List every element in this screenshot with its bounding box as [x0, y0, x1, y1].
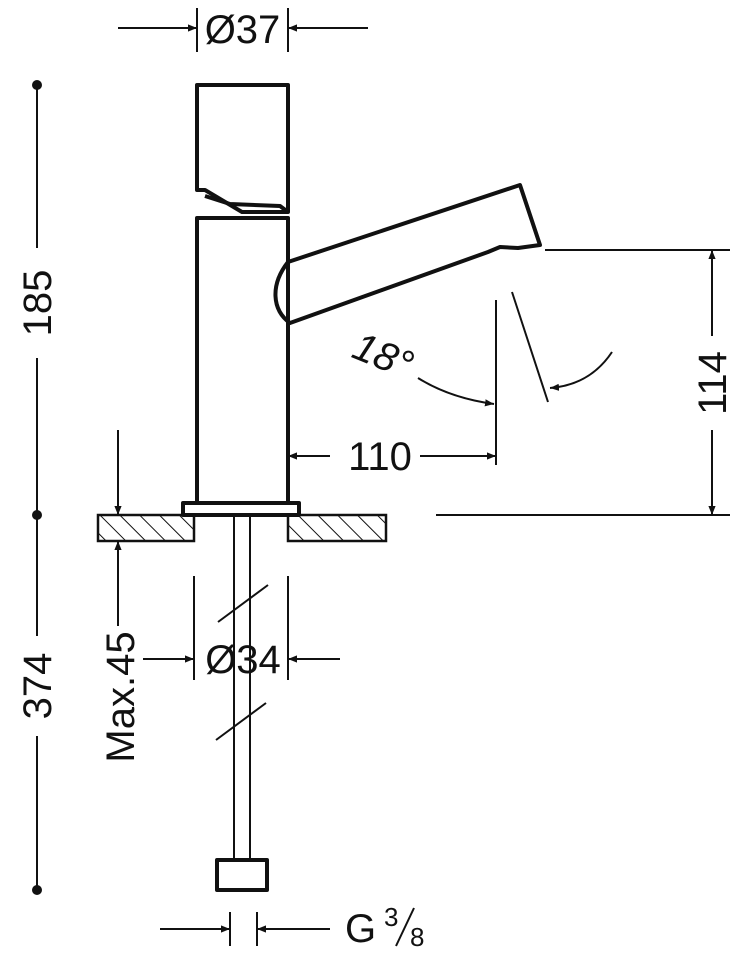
faucet-body: [181, 83, 542, 517]
counter-right-section: [286, 513, 388, 543]
thread-denominator: 8: [410, 922, 424, 952]
max-thickness-label: Max.45: [99, 631, 143, 762]
supply-pipe: [215, 515, 269, 892]
thread-numerator: 3: [384, 902, 398, 932]
dim-left-vertical: 185 374: [16, 80, 60, 895]
faucet-handle-joint: [204, 194, 290, 214]
pipe-length-label: 374: [16, 653, 60, 720]
faucet-base-flange: [181, 501, 301, 517]
tap-height-label: 185: [16, 270, 60, 337]
dim-pipe-diameter: Ø34: [143, 576, 340, 682]
dim-max-thickness: Max.45: [99, 430, 143, 763]
pipe-break-lower: [215, 702, 267, 741]
faucet-spout: [273, 183, 542, 325]
dim-swivel-angle: 18°: [347, 291, 613, 407]
faucet-handle: [195, 83, 290, 214]
faucet-main-cylinder: [195, 216, 290, 505]
top-diameter-label: Ø37: [205, 8, 281, 52]
spout-reach-label: 110: [348, 435, 412, 479]
counter-left-section: [96, 513, 196, 543]
pipe-diameter-label: Ø34: [205, 638, 281, 682]
pipe-threaded-fitting: [215, 858, 269, 892]
spout-height-label: 114: [691, 351, 735, 415]
counter-top: [96, 513, 388, 543]
dim-top-diameter: Ø37: [118, 8, 368, 52]
dim-spout-height: 114: [436, 249, 735, 516]
dim-spout-reach: 110: [288, 300, 497, 479]
dim-thread-size: G 3 8: [160, 902, 424, 952]
thread-fraction-slash: [395, 907, 415, 947]
angle-label: 18°: [347, 324, 420, 387]
thread-letter: G: [345, 907, 376, 951]
pipe-break-upper: [217, 584, 269, 623]
